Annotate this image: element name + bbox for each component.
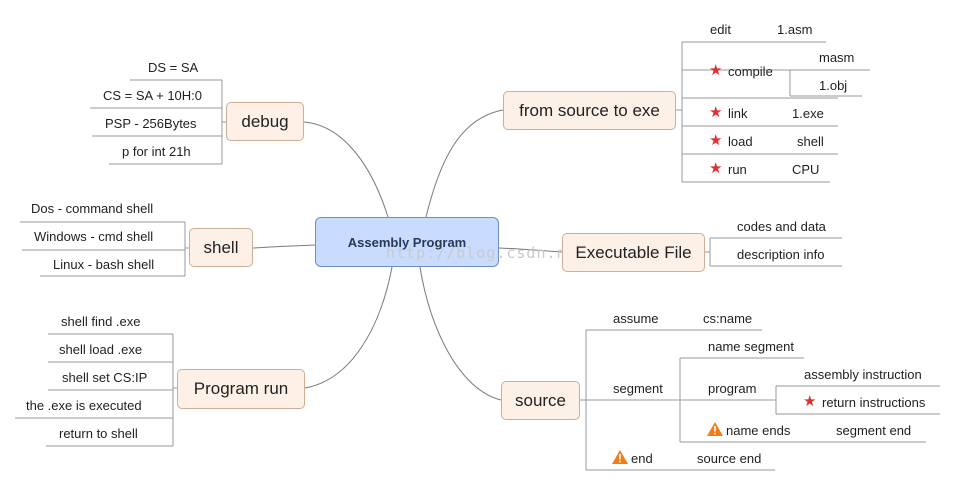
debug-item: PSP - 256Bytes [105,116,197,131]
debug-item: DS = SA [148,60,199,75]
load-value: shell [797,134,824,149]
compile-value: masm [819,50,855,65]
edit-label: edit [710,22,731,37]
red-star-icon: ★ [709,104,723,121]
program-run-item: shell load .exe [59,342,143,357]
program-run-item: return to shell [59,426,138,441]
topic-from-source-to-exe[interactable]: from source to exe [503,91,676,130]
shell-item: Linux - bash shell [53,257,155,272]
source-end-value: source end [697,451,762,466]
run-label: run [728,162,747,177]
topic-shell[interactable]: shell [189,228,253,267]
compile-label: compile [728,64,773,79]
program-item: return instructions [822,395,926,410]
run-value: CPU [792,162,820,177]
topic-shell-label: shell [203,237,239,257]
end-label: end [631,451,653,466]
link-label: link [728,106,748,121]
program-run-item: shell find .exe [61,314,141,329]
link-value: 1.exe [792,106,824,121]
debug-item: CS = SA + 10H:0 [103,88,203,103]
assume-label: assume [613,311,659,326]
program-item: assembly instruction [804,367,922,382]
topic-source[interactable]: source [501,381,580,420]
topic-program-run-label: Program run [193,379,289,398]
central-topic[interactable]: Assembly Program [315,217,499,267]
name-segment: name segment [708,339,794,354]
red-star-icon: ★ [709,62,723,79]
shell-item: Windows - cmd shell [34,229,154,244]
topic-debug[interactable]: debug [226,102,304,141]
warning-icon [707,422,723,436]
compile-value: 1.obj [819,78,848,93]
red-star-icon: ★ [709,132,723,149]
program-label: program [708,381,757,396]
red-star-icon: ★ [803,393,817,410]
executable-item: description info [737,247,825,262]
edit-value: 1.asm [777,22,813,37]
topic-executable-file[interactable]: Executable File [562,233,705,272]
shell-item: Dos - command shell [31,201,154,216]
segment-label: segment [613,381,663,396]
program-run-item: shell set CS:IP [62,370,148,385]
segment-end-value: segment end [836,423,912,438]
assume-value: cs:name [703,311,753,326]
topic-from-source-label: from source to exe [519,100,660,120]
name-ends-label: name ends [726,423,791,438]
executable-item: codes and data [737,219,826,234]
topic-program-run[interactable]: Program run [177,369,305,409]
topic-source-label: source [514,390,567,410]
warning-icon [612,450,628,464]
topic-executable-label: Executable File [575,242,692,262]
watermark: http://blog.csdn.ne [386,244,577,262]
topic-debug-label: debug [241,111,289,131]
central-topic-label: Assembly Program [347,234,467,250]
red-star-icon: ★ [709,160,723,177]
program-run-item: the .exe is executed [26,398,142,413]
load-label: load [728,134,753,149]
debug-item: p for int 21h [122,144,191,159]
